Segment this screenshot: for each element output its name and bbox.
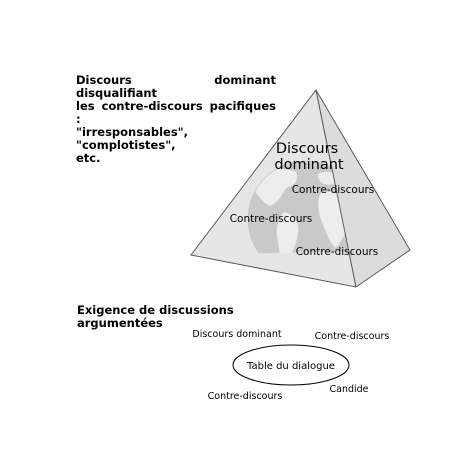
top-caption: Discours dominant disqualifiant les cont…	[76, 74, 276, 165]
face-label-right-upper: Contre-discours	[292, 184, 375, 196]
pyramid-edge	[315, 89, 357, 288]
bottom-caption: Exigence de discussions argumentées	[77, 304, 247, 330]
dialogue-label-top-left: Discours dominant	[192, 329, 281, 340]
top-caption-line-4: etc.	[76, 151, 101, 165]
top-caption-line-1: Discours dominant disqualifiant	[76, 73, 276, 100]
dialogue-table-ellipse	[232, 344, 350, 386]
apex-label-line-1: Discours	[276, 141, 338, 157]
face-label-right-lower: Contre-discours	[296, 246, 379, 258]
dialogue-label-bottom-left: Contre-discours	[208, 391, 283, 402]
top-caption-line-2: les contre-discours pacifiques :	[76, 99, 276, 126]
dialogue-label-bottom-right: Candide	[329, 384, 368, 395]
apex-label-line-2: dominant	[274, 157, 343, 173]
bottom-caption-line-2: argumentées	[77, 316, 163, 330]
top-caption-line-3: "irresponsables", "complotistes",	[76, 125, 189, 152]
dialogue-label-top-right: Contre-discours	[315, 331, 390, 342]
pyramid	[190, 89, 411, 288]
bottom-caption-line-1: Exigence de discussions	[77, 303, 234, 317]
dialogue-table-label: Table du dialogue	[246, 361, 335, 372]
face-label-left: Contre-discours	[230, 213, 313, 225]
